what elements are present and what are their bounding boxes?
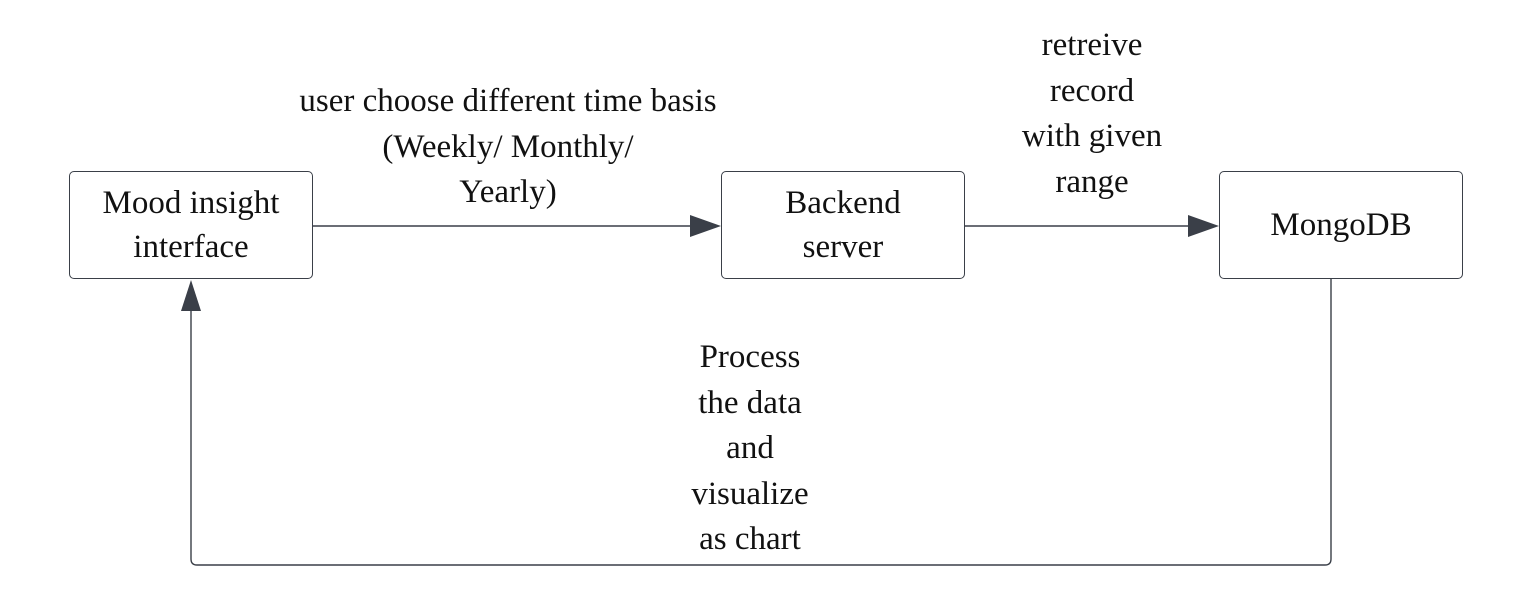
edge-label-line: user choose different time basis xyxy=(299,83,717,119)
node-backend-server: Backend server xyxy=(721,171,965,279)
edge-label-line: the data xyxy=(698,384,802,421)
edge-label-interface-to-backend: user choose different time basis (Weekly… xyxy=(258,79,758,216)
edge-label-line: range xyxy=(1055,163,1129,200)
edge-label-line: (Weekly/ Monthly/ xyxy=(382,128,634,165)
node-label-line: Backend xyxy=(785,185,901,221)
edge-label-line: as chart xyxy=(699,521,801,557)
node-label-line: MongoDB xyxy=(1270,207,1412,243)
arrowhead-backend xyxy=(690,215,721,237)
edge-label-line: Yearly) xyxy=(459,174,557,210)
node-label-line: server xyxy=(802,229,884,265)
edge-label-line: with given xyxy=(1021,118,1163,154)
edge-label-line: Process xyxy=(699,339,801,375)
edge-label-line: retreive xyxy=(1041,27,1143,63)
node-label-line: Mood insight xyxy=(102,185,280,221)
arrowhead-mongodb xyxy=(1188,215,1219,237)
edge-label-backend-to-mongodb: retreive record with given range xyxy=(992,23,1192,205)
edge-label-line: and xyxy=(726,430,774,466)
edge-label-line: record xyxy=(1049,72,1135,109)
node-label-line: interface xyxy=(133,229,249,265)
edge-mongodb-to-interface xyxy=(190,279,1332,566)
node-mongodb: MongoDB xyxy=(1219,171,1463,279)
node-mood-insight-interface: Mood insight interface xyxy=(69,171,313,279)
edge-label-line: visualize xyxy=(691,475,809,512)
arrowhead-interface xyxy=(181,280,201,311)
edge-label-mongodb-to-interface: Process the data and visualize as chart xyxy=(650,335,850,563)
